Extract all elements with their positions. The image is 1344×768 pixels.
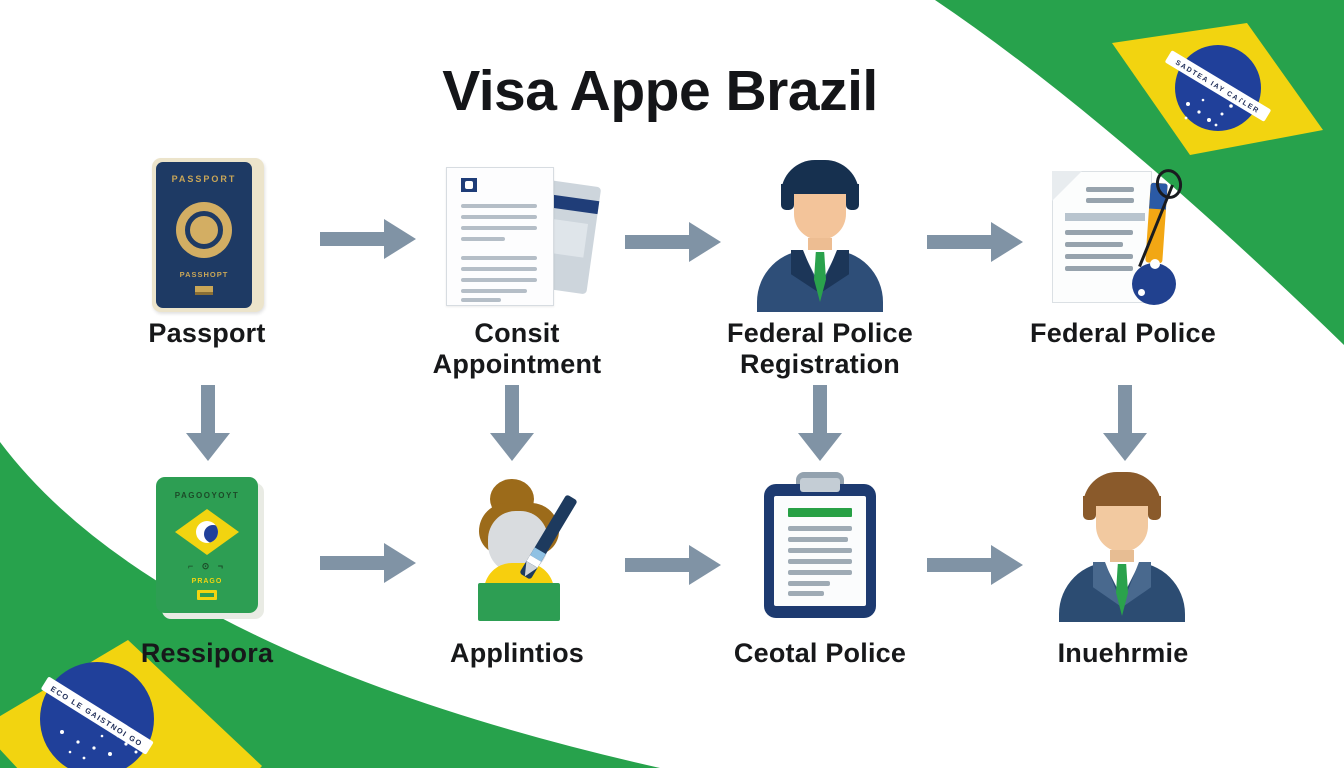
- page-title: Visa Appe Brazil: [442, 59, 878, 123]
- flag-globe-emblem: [196, 521, 218, 543]
- text-line: [788, 581, 830, 586]
- text-line: [788, 570, 852, 575]
- avatar-neck: [808, 238, 832, 252]
- avatar-hair-side: [846, 184, 859, 210]
- step-label-federal-police: Federal Police: [973, 318, 1273, 349]
- step-label-line1: Applintios: [450, 638, 584, 668]
- arrow-right-icon: [625, 545, 721, 585]
- text-line: [461, 237, 505, 241]
- step-label-central-police: Ceotal Police: [670, 638, 970, 669]
- text-line: [461, 289, 527, 293]
- step-label-line1: Federal Police: [1030, 318, 1216, 348]
- text-line: [461, 215, 537, 219]
- interview-avatar-icon: [1058, 472, 1186, 622]
- text-line: [1065, 266, 1133, 271]
- arrow-down-icon: [186, 385, 230, 461]
- text-line: [461, 278, 537, 282]
- appointment-document-icon: [442, 163, 602, 308]
- step-label-interview: Inuehrmie: [973, 638, 1273, 669]
- passport-bottom-text: PASSHOPT: [179, 270, 229, 279]
- passport-emblem: [176, 202, 232, 258]
- flag-stars: [1184, 96, 1242, 127]
- arrow-down-icon: [798, 385, 842, 461]
- step-label-passport: Passport: [57, 318, 357, 349]
- step-label-line2: Registration: [740, 349, 900, 379]
- applicant-avatar-icon: [462, 477, 582, 622]
- passport-chip: [197, 590, 217, 600]
- passport-chip: [195, 286, 213, 295]
- step-label-line1: Ceotal Police: [733, 638, 907, 668]
- arrow-down-icon: [1103, 385, 1147, 461]
- avatar-tie: [814, 252, 826, 302]
- text-line: [1086, 187, 1134, 192]
- step-label-consulate-appointment: Consit Appointment: [367, 318, 667, 380]
- text-line: [1065, 254, 1133, 259]
- step-label-line1: Inuehrmie: [1057, 638, 1189, 668]
- text-line: [461, 267, 537, 271]
- flag-stars: [60, 730, 138, 760]
- arrow-right-icon: [927, 545, 1023, 585]
- passport-chip-line: [200, 593, 214, 597]
- step-label-ressipora: Ressipora: [57, 638, 357, 669]
- green-passport-icon: PAGOOYOYT ⌐ ⊙ ¬ PRAGO: [156, 477, 270, 619]
- arrow-right-icon: [927, 222, 1023, 262]
- seal-knot: [1150, 259, 1160, 269]
- step-label-line1: Federal Police: [727, 318, 913, 348]
- avatar-torso: [478, 583, 560, 621]
- text-line: [461, 256, 537, 260]
- step-label-line1: Passport: [148, 318, 266, 348]
- step-label-line1: Consit: [474, 318, 560, 348]
- text-line: [461, 204, 537, 208]
- text-line: [461, 226, 537, 230]
- passport-icon: PASSPORT PASSHOPT: [152, 158, 264, 312]
- brazil-flag-bottom-left-icon: ECO LE GAISTNOI GO: [0, 640, 262, 768]
- passport-top-text: PAGOOYOYT: [174, 491, 240, 500]
- heading-bar: [1065, 213, 1145, 221]
- avatar-hair-side: [1148, 496, 1161, 520]
- calendar-badge-icon: [461, 178, 477, 192]
- arrow-right-icon: [625, 222, 721, 262]
- arrow-down-icon: [490, 385, 534, 461]
- arrow-right-icon: [320, 219, 416, 259]
- text-line: [1086, 198, 1134, 203]
- text-line: [788, 548, 852, 553]
- text-line: [788, 591, 824, 596]
- text-line: [788, 559, 852, 564]
- flag-globe-blue: [204, 525, 218, 543]
- calendar-badge-glyph: [465, 181, 473, 189]
- text-line: [788, 526, 852, 531]
- flag-banner-ribbon: [1165, 50, 1271, 122]
- avatar-neck: [1110, 550, 1134, 564]
- avatar-tie: [1116, 564, 1128, 616]
- step-label-line1: Ressipora: [140, 638, 274, 668]
- text-line: [1065, 242, 1123, 247]
- avatar-hair-side: [781, 184, 794, 210]
- step-label-federal-police-registration: Federal Police Registration: [670, 318, 970, 380]
- seal-ball-icon: [1132, 259, 1176, 305]
- text-line: [1065, 230, 1133, 235]
- text-line: [788, 537, 848, 542]
- officer-avatar-icon: [755, 160, 885, 312]
- passport-top-text: PASSPORT: [171, 174, 237, 184]
- brazil-flag-top-right-icon: SADTEA IAY CATLER: [1112, 23, 1323, 155]
- passport-bottom-text: PRAGO: [191, 578, 223, 585]
- passport-emblem-glyphs: ⌐ ⊙ ¬: [187, 561, 227, 571]
- clipboard-clip-inner: [800, 478, 840, 492]
- clipboard-icon: [762, 472, 878, 622]
- text-line: [461, 298, 501, 302]
- step-label-line2: Appointment: [432, 349, 602, 379]
- avatar-hair-side: [1083, 496, 1096, 520]
- heading-bar: [788, 508, 852, 517]
- flag-banner-ribbon: [41, 677, 154, 755]
- police-document-icon: [1040, 163, 1190, 308]
- seal-highlight: [1138, 289, 1145, 296]
- arrow-right-icon: [320, 543, 416, 583]
- document-page: [446, 167, 554, 306]
- step-label-application: Applintios: [367, 638, 667, 669]
- passport-emblem-ring: [185, 211, 223, 249]
